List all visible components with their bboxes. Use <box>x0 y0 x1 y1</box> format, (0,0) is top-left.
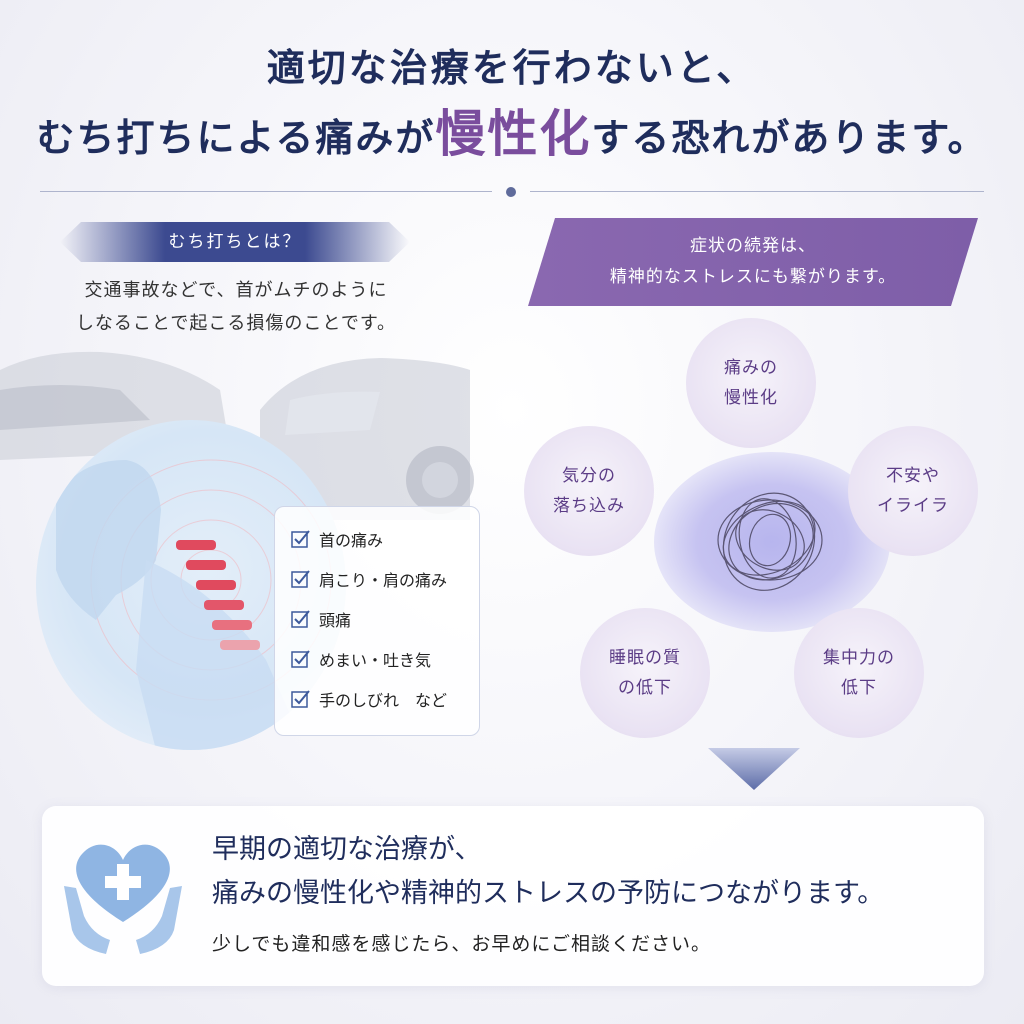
bubble-line1: 集中力の <box>823 648 895 668</box>
checkbox-icon <box>291 570 310 588</box>
checkbox-icon <box>291 610 310 628</box>
car-collision-illustration <box>0 351 474 520</box>
bubble-line2: イライラ <box>877 496 949 516</box>
heart-hands-icon <box>64 844 182 954</box>
symptom-item: 首の痛み <box>291 519 479 559</box>
divider-line-right <box>530 191 984 192</box>
bubble-line2: の低下 <box>618 678 672 698</box>
symptom-item: 肩こり・肩の痛み <box>291 559 479 599</box>
checkbox-icon <box>291 650 310 668</box>
symptom-list: 首の痛み 肩こり・肩の痛み 頭痛 めまい・吐き気 手のしびれ など <box>274 506 480 736</box>
headline-highlight: 慢性化 <box>435 104 592 163</box>
bottom-line3: 少しでも違和感を感じたら、お早めにご相談ください。 <box>212 933 712 955</box>
bottom-line1: 早期の適切な治療が、 <box>212 834 482 865</box>
bubble-line2: 慢性化 <box>724 388 778 408</box>
stress-banner: 症状の続発は、 精神的なストレスにも繋がります。 <box>528 218 978 306</box>
bubble-focus: 集中力の 低下 <box>794 608 924 738</box>
bubble-sleep-quality: 睡眠の質 の低下 <box>580 608 710 738</box>
bubble-chronic-pain: 痛みの 慢性化 <box>686 318 816 448</box>
symptom-item: 手のしびれ など <box>291 679 479 719</box>
whiplash-desc-line2: しなることで起こる損傷のことです。 <box>75 313 397 334</box>
chevron-down-icon <box>708 748 800 790</box>
bubble-line1: 痛みの <box>724 358 778 378</box>
divider <box>40 187 984 197</box>
bubble-line1: 睡眠の質 <box>609 648 681 668</box>
symptom-item: めまい・吐き気 <box>291 639 479 679</box>
stress-banner-line2: 精神的なストレスにも繋がります。 <box>609 267 897 287</box>
symptom-item: 頭痛 <box>291 599 479 639</box>
bubble-line1: 不安や <box>886 466 940 486</box>
bubble-depressed: 気分の 落ち込み <box>524 426 654 556</box>
symptom-label: 首の痛み <box>319 531 384 550</box>
tangle-icon <box>717 492 823 591</box>
bubble-line2: 低下 <box>841 678 877 698</box>
bottom-line2: 痛みの慢性化や精神的ストレスの予防につながります。 <box>212 878 885 909</box>
bubble-line1: 気分の <box>562 466 616 486</box>
checkbox-icon <box>291 690 310 708</box>
headline-line2: むち打ちによる痛みが慢性化する恐れがあります。 <box>0 102 1024 170</box>
headline-line2-post: する恐れがあります。 <box>591 115 988 160</box>
symptom-label: めまい・吐き気 <box>319 651 432 670</box>
bottom-message-card <box>42 806 984 986</box>
headline: 適切な治療を行わないと、 むち打ちによる痛みが慢性化する恐れがあります。 <box>0 40 1024 170</box>
headline-line2-pre: むち打ちによる痛みが <box>36 115 436 160</box>
divider-line-left <box>40 191 492 192</box>
whiplash-desc-line1: 交通事故などで、首がムチのように <box>84 280 388 301</box>
neck-svg <box>56 459 332 750</box>
bubble-anxiety: 不安や イライラ <box>848 426 978 556</box>
whiplash-badge: むち打ちとは？ <box>60 222 410 262</box>
symptom-label: 手のしびれ など <box>319 691 448 710</box>
bottom-text: 早期の適切な治療が、 痛みの慢性化や精神的ストレスの予防につながります。 少しで… <box>212 828 972 964</box>
symptom-label: 肩こり・肩の痛み <box>319 571 448 590</box>
whiplash-description: 交通事故などで、首がムチのように しなることで起こる損傷のことです。 <box>46 274 426 340</box>
checkbox-icon <box>291 530 310 548</box>
symptom-label: 頭痛 <box>319 611 352 630</box>
bubble-line2: 落ち込み <box>553 496 625 516</box>
stress-banner-line1: 症状の続発は、 <box>690 236 816 256</box>
divider-dot <box>506 187 516 197</box>
headline-line1: 適切な治療を行わないと、 <box>266 45 758 90</box>
